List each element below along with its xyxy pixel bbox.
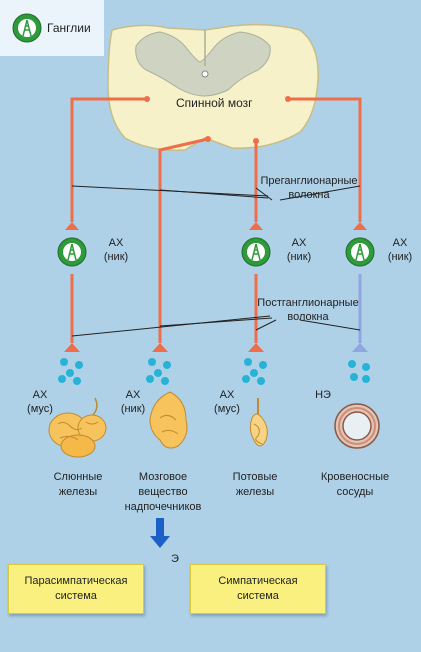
label-pointers bbox=[71, 185, 361, 337]
target-2-mediator-2: (мус) bbox=[214, 403, 240, 415]
spinal-cord bbox=[107, 23, 319, 151]
target-0-mediator-2: (мус) bbox=[27, 403, 53, 415]
fiber-left bbox=[70, 97, 147, 222]
ganglion-middle-mediator-2: (ник) bbox=[286, 251, 312, 263]
target-2-name-2: железы bbox=[235, 486, 275, 498]
ganglion-middle-mediator-1: АХ bbox=[291, 237, 307, 249]
sympathetic-line-2: система bbox=[237, 590, 279, 602]
parasympathetic-line-1: Парасимпатическая bbox=[24, 575, 128, 587]
sympathetic-line-1: Симпатическая bbox=[218, 575, 298, 587]
sweat-gland bbox=[249, 398, 268, 447]
ganglion-right bbox=[345, 237, 375, 267]
target-3-name-1: Кровеносные bbox=[320, 471, 390, 483]
salivary-gland bbox=[48, 397, 107, 458]
adrenal-medulla bbox=[149, 391, 188, 449]
target-0-name-1: Слюнные bbox=[53, 471, 103, 483]
ganglion-right-mediator-1: АХ bbox=[392, 237, 408, 249]
target-3-mediator-1: НЭ bbox=[315, 389, 331, 401]
ganglion-terminals bbox=[65, 222, 367, 230]
target-3-name-2: сосуды bbox=[336, 486, 374, 498]
fiber-adrenal bbox=[158, 137, 209, 343]
target-1-mediator-1: АХ bbox=[125, 389, 141, 401]
target-1-name-1: Мозговое bbox=[138, 471, 188, 483]
target-terminals bbox=[64, 343, 368, 352]
target-2-name-1: Потовые bbox=[232, 471, 278, 483]
preganglionic-label-2: волокна bbox=[288, 189, 330, 201]
parasympathetic-box: Парасимпатическая система bbox=[8, 564, 144, 614]
preganglionic-label-1: Преганглионарные bbox=[260, 175, 358, 187]
adrenaline-label: Э bbox=[171, 553, 179, 565]
target-1-name-3: надпочечников bbox=[124, 501, 202, 513]
target-1-mediator-2: (ник) bbox=[120, 403, 146, 415]
target-0-name-2: железы bbox=[58, 486, 98, 498]
ganglion-right-mediator-2: (ник) bbox=[387, 251, 413, 263]
arrow-down-icon bbox=[150, 518, 170, 548]
fiber-right bbox=[288, 97, 362, 222]
spinal-cord-label: Спинной мозг bbox=[176, 96, 253, 110]
blood-vessel bbox=[334, 403, 380, 449]
postganglionic-label-1: Постганглионарные bbox=[257, 297, 359, 309]
ganglion-left-mediator-1: АХ bbox=[108, 237, 124, 249]
legend-label: Ганглии bbox=[47, 21, 91, 35]
vesicles bbox=[58, 358, 370, 385]
ganglion-left bbox=[57, 237, 87, 267]
fibers bbox=[70, 97, 362, 343]
ganglion-middle bbox=[241, 237, 271, 267]
cord-synapse-dots bbox=[144, 96, 291, 144]
ganglion-icon bbox=[12, 13, 42, 43]
target-0-mediator-1: АХ bbox=[32, 389, 48, 401]
parasympathetic-line-2: система bbox=[55, 590, 97, 602]
target-1-name-2: вещество bbox=[138, 486, 188, 498]
postganglionic-label-2: волокна bbox=[287, 311, 329, 323]
ganglion-left-mediator-2: (ник) bbox=[103, 251, 129, 263]
target-2-mediator-1: АХ bbox=[219, 389, 235, 401]
sympathetic-box: Симпатическая система bbox=[190, 564, 326, 614]
